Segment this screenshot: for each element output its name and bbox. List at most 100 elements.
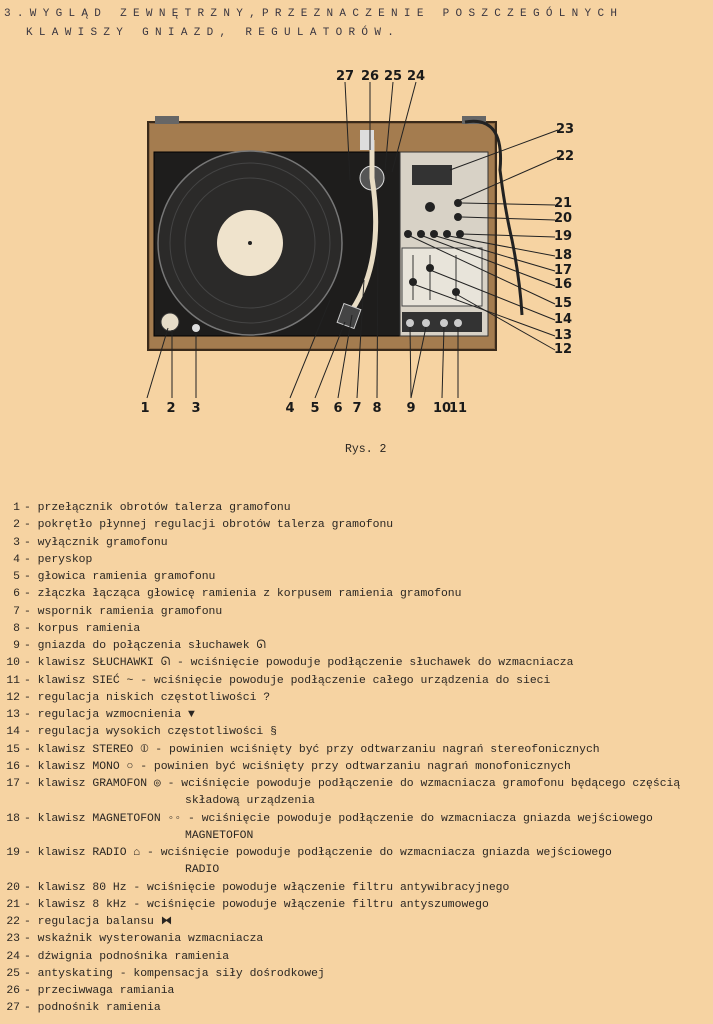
callout-number: 17 xyxy=(554,263,572,278)
legend-number: 14 xyxy=(6,726,20,739)
legend-text: - peryskop xyxy=(24,553,93,566)
legend-number: 2 xyxy=(13,519,20,532)
callout-number: 7 xyxy=(352,401,361,416)
legend-text: - antyskating - kompensacja siły dośrodk… xyxy=(24,967,325,980)
legend-item: 25 - antyskating - kompensacja siły dośro… xyxy=(0,966,713,983)
legend-item: 27 - podnośnik ramienia xyxy=(0,1000,713,1017)
legend-item: 11 - klawisz SIEĆ ~ - wciśnięcie powoduje… xyxy=(0,673,713,690)
callout-number: 13 xyxy=(554,328,572,343)
legend-text: - klawisz STEREO ⦶ - powinien wciśnięty … xyxy=(24,743,600,756)
legend-item: 17 - klawisz GRAMOFON ◎ - wciśnięcie powo… xyxy=(0,776,713,793)
callout-number: 1 xyxy=(140,401,149,416)
legend-number: 20 xyxy=(6,881,20,894)
legend-number: 11 xyxy=(6,674,20,687)
legend-number: 23 xyxy=(6,933,20,946)
legend-number: 4 xyxy=(13,553,20,566)
callout-number: 21 xyxy=(554,196,572,211)
legend-continuation: MAGNETOFON xyxy=(185,829,254,842)
legend-item: 23 - wskaźnik wysterowania wzmacniacza xyxy=(0,931,713,948)
legend-item: 20 - klawisz 80 Hz - wciśnięcie powoduje … xyxy=(0,880,713,897)
callout-number: 25 xyxy=(384,69,402,84)
legend-text: - pokrętło płynnej regulacji obrotów tal… xyxy=(24,519,394,532)
parts-legend: 1- przełącznik obrotów talerza gramofonu… xyxy=(0,500,713,1018)
legend-text: - gniazda do połączenia słuchawek ᘏ xyxy=(24,640,266,652)
legend-number: 9 xyxy=(13,640,20,652)
legend-text: - regulacja niskich częstotliwości ? xyxy=(24,691,271,704)
callout-number: 4 xyxy=(285,401,294,416)
legend-number: 24 xyxy=(6,950,20,963)
callout-number: 3 xyxy=(191,401,200,416)
legend-text: - klawisz MAGNETOFON ◦◦ - wciśnięcie pow… xyxy=(24,812,653,825)
legend-item: 13 - regulacja wzmocnienia ▼ xyxy=(0,707,713,724)
legend-text: - klawisz GRAMOFON ◎ - wciśnięcie powodu… xyxy=(24,778,681,790)
callout-number: 6 xyxy=(333,401,342,416)
section-heading-line-1: 3.WYGLĄD ZEWNĘTRZNY,PRZEZNACZENIE POSZCZ… xyxy=(4,8,624,20)
legend-item: 4 - peryskop xyxy=(0,552,713,569)
legend-number: 15 xyxy=(6,743,20,756)
legend-number: 21 xyxy=(6,898,20,911)
legend-number: 10 xyxy=(6,657,20,670)
legend-text: - głowica ramienia gramofonu xyxy=(24,571,216,583)
legend-item: 2 - pokrętło płynnej regulacji obrotów ta… xyxy=(0,517,713,534)
legend-item: 6 - złączka łącząca głowicę ramienia z ko… xyxy=(0,586,713,603)
legend-number: 7 xyxy=(13,605,20,618)
legend-number: 16 xyxy=(6,760,20,773)
legend-text: - regulacja balansu ⧓ xyxy=(24,916,173,928)
legend-number: 25 xyxy=(6,967,20,980)
callout-number: 11 xyxy=(449,401,467,416)
legend-item: 10 - klawisz SŁUCHAWKI ᘏ - wciśnięcie pow… xyxy=(0,655,713,672)
platter xyxy=(157,150,343,336)
callout-number: 26 xyxy=(361,69,379,84)
legend-number: 26 xyxy=(6,985,20,997)
callout-number: 18 xyxy=(554,248,572,263)
legend-item: 24- dźwignia podnośnika ramienia xyxy=(0,949,713,966)
callout-number: 12 xyxy=(554,342,572,357)
callout-number: 22 xyxy=(556,149,574,164)
legend-item: 7 - wspornik ramienia gramofonu xyxy=(0,604,713,621)
callout-lines xyxy=(146,81,559,399)
legend-text: - klawisz SIEĆ ~ - wciśnięcie powoduje p… xyxy=(24,674,551,687)
legend-item: 22- regulacja balansu ⧓ xyxy=(0,914,713,931)
legend-item: 15 - klawisz STEREO ⦶ - powinien wciśnięt… xyxy=(0,742,713,759)
legend-text: - wyłącznik gramofonu xyxy=(24,536,168,549)
legend-text: - podnośnik ramienia xyxy=(24,1002,161,1015)
callout-number: 2 xyxy=(166,401,175,416)
legend-number: 27 xyxy=(6,1002,20,1015)
legend-number: 12 xyxy=(6,691,20,704)
legend-item: 1- przełącznik obrotów talerza gramofonu xyxy=(0,500,713,517)
legend-continuation: składową urządzenia xyxy=(185,795,315,808)
legend-item: 3 - wyłącznik gramofonu xyxy=(0,535,713,552)
legend-item: 16 - klawisz MONO ○ - powinien być wciśni… xyxy=(0,759,713,776)
legend-text: - wspornik ramienia gramofonu xyxy=(24,605,223,618)
legend-text: - korpus ramienia xyxy=(24,622,141,635)
section-heading-line-2: KLAWISZY GNIAZD, REGULATORÓW. xyxy=(26,27,401,39)
legend-text: - klawisz 80 Hz - wciśnięcie powoduje wł… xyxy=(24,881,510,894)
callout-number: 14 xyxy=(554,312,572,327)
legend-item: 9 - gniazda do połączenia słuchawek ᘏ xyxy=(0,638,713,655)
callout-number: 20 xyxy=(554,211,572,226)
legend-number: 8 xyxy=(13,622,20,635)
legend-number: 17 xyxy=(6,778,20,790)
legend-text: - wskaźnik wysterowania wzmacniacza xyxy=(24,933,264,946)
legend-number: 3 xyxy=(13,536,20,549)
legend-text: - przełącznik obrotów talerza gramofonu xyxy=(24,502,291,514)
legend-number: 6 xyxy=(13,588,20,601)
legend-item: 8 - korpus ramienia xyxy=(0,621,713,638)
legend-item: 26 - przeciwwaga ramiania xyxy=(0,983,713,1000)
legend-text: - regulacja wzmocnienia ▼ xyxy=(24,709,195,721)
legend-number: 5 xyxy=(13,571,20,583)
legend-text: - przeciwwaga ramiania xyxy=(24,985,175,997)
tonearm xyxy=(336,130,385,330)
legend-item: 14- regulacja wysokich częstotliwości § xyxy=(0,724,713,741)
callout-number: 19 xyxy=(554,229,572,244)
legend-text: - złączka łącząca głowicę ramienia z kor… xyxy=(24,588,462,601)
legend-text: - klawisz SŁUCHAWKI ᘏ - wciśnięcie powod… xyxy=(24,657,574,670)
callout-number: 24 xyxy=(407,69,425,84)
callout-number: 15 xyxy=(554,296,572,311)
legend-number: 13 xyxy=(6,709,20,721)
callout-number: 10 xyxy=(433,401,451,416)
legend-continuation: RADIO xyxy=(185,864,220,877)
legend-text: - klawisz RADIO ⌂ - wciśnięcie powoduje … xyxy=(24,847,612,859)
legend-text: - klawisz MONO ○ - powinien być wciśnięt… xyxy=(24,760,571,773)
